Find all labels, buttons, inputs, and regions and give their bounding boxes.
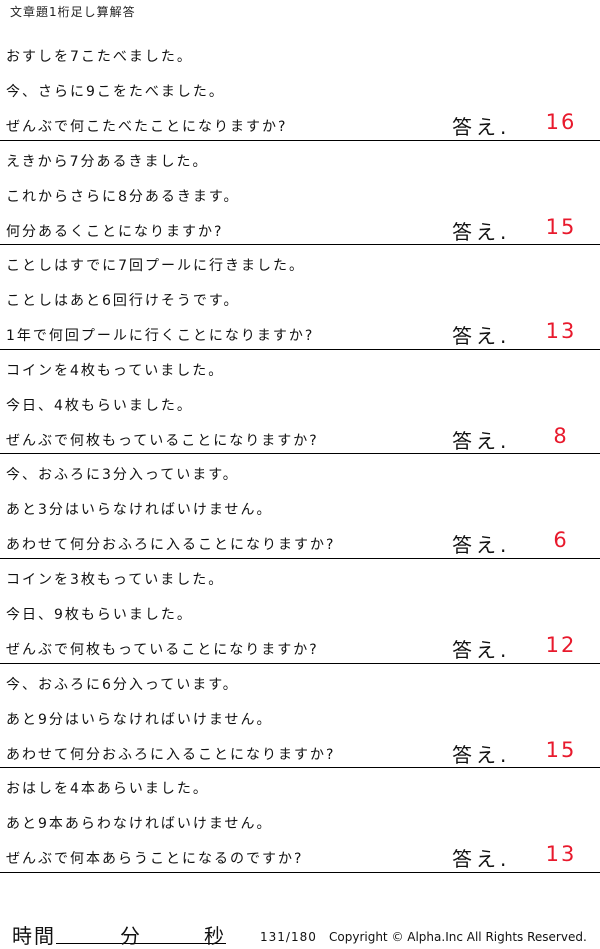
worksheet-title: 文章題1桁足し算解答: [10, 5, 136, 19]
answer-label: 答え.: [452, 324, 511, 349]
problem-question: ぜんぶで何本あらうことになるのですか?: [6, 851, 304, 868]
problem-question: あわせて何分おふろに入ることになりますか?: [6, 746, 336, 763]
problem-line: ことしはすでに7回プールに行きました。: [6, 258, 306, 275]
problem-3: ことしはすでに7回プールに行きました。 ことしはあと6回行けそうです。 1年で何…: [0, 245, 600, 350]
problem-line: ことしはあと6回行けそうです。: [6, 293, 240, 310]
problem-question: あわせて何分おふろに入ることになりますか?: [6, 537, 336, 554]
problem-line: あと9本あらわなければいけません。: [6, 816, 273, 833]
answer-label: 答え.: [452, 742, 511, 767]
problem-line: えきから7分あるきました。: [6, 153, 209, 170]
problem-6: コインを3枚もっていました。 今日、9枚もらいました。 ぜんぶで何枚もっているこ…: [0, 559, 600, 664]
answer-value: 13: [545, 319, 577, 344]
problem-line: あと9分はいらなければいけません。: [6, 711, 273, 728]
copyright-notice: Copyright © Alpha.Inc All Rights Reserve…: [329, 930, 587, 944]
seconds-label: 秒: [204, 924, 224, 948]
time-label: 時間: [12, 924, 56, 948]
answer-value: 13: [545, 842, 577, 867]
problem-line: 今日、9枚もらいました。: [6, 606, 193, 623]
problem-1: おすしを7こたべました。 今、さらに9こをたべました。 ぜんぶで何こたべたことに…: [0, 36, 600, 141]
answer-label: 答え.: [452, 847, 511, 872]
answer-value: 12: [545, 632, 577, 657]
problem-line: 今、おふろに6分入っています。: [6, 676, 239, 693]
problem-2: えきから7分あるきました。 これからさらに8分あるきます。 何分あるくことになり…: [0, 141, 600, 246]
problem-question: ぜんぶで何枚もっていることになりますか?: [6, 641, 319, 658]
problem-line: 今日、4枚もらいました。: [6, 397, 193, 414]
problem-4: コインを4枚もっていました。 今日、4枚もらいました。 ぜんぶで何枚もっているこ…: [0, 350, 600, 455]
answer-label: 答え.: [452, 637, 511, 662]
problem-question: 何分あるくことになりますか?: [6, 223, 224, 240]
answer-value: 15: [545, 214, 577, 239]
answer-value: 8: [553, 423, 569, 448]
answer-value: 6: [553, 528, 569, 553]
problem-line: 今、おふろに3分入っています。: [6, 467, 239, 484]
answer-label: 答え.: [452, 533, 511, 558]
minutes-label: 分: [120, 924, 140, 948]
problem-line: これからさらに8分あるきます。: [6, 188, 240, 205]
problem-question: ぜんぶで何こたべたことになりますか?: [6, 119, 288, 135]
problem-line: おすしを7こたべました。: [6, 49, 193, 65]
answer-label: 答え.: [452, 428, 511, 453]
problem-list: おすしを7こたべました。 今、さらに9こをたべました。 ぜんぶで何こたべたことに…: [0, 36, 600, 873]
answer-label: 答え.: [452, 219, 511, 244]
problem-line: コインを4枚もっていました。: [6, 362, 225, 379]
problem-5: 今、おふろに3分入っています。 あと3分はいらなければいけません。 あわせて何分…: [0, 454, 600, 559]
problem-8: おはしを4本あらいました。 あと9本あらわなければいけません。 ぜんぶで何本あら…: [0, 768, 600, 873]
footer: 時間 分 秒 131/180 Copyright © Alpha.Inc All…: [0, 910, 600, 949]
answer-label: 答え.: [452, 115, 511, 139]
problem-line: あと3分はいらなければいけません。: [6, 502, 273, 519]
problem-question: ぜんぶで何枚もっていることになりますか?: [6, 432, 319, 449]
problem-7: 今、おふろに6分入っています。 あと9分はいらなければいけません。 あわせて何分…: [0, 664, 600, 769]
problem-question: 1年で何回プールに行くことになりますか?: [6, 328, 315, 345]
problem-line: 今、さらに9こをたべました。: [6, 84, 225, 100]
answer-value: 15: [545, 737, 577, 762]
page-number: 131/180: [260, 930, 317, 944]
problem-line: コインを3枚もっていました。: [6, 571, 225, 588]
time-entry-line: [56, 943, 226, 944]
problem-line: おはしを4本あらいました。: [6, 781, 209, 798]
answer-value: 16: [545, 110, 577, 134]
